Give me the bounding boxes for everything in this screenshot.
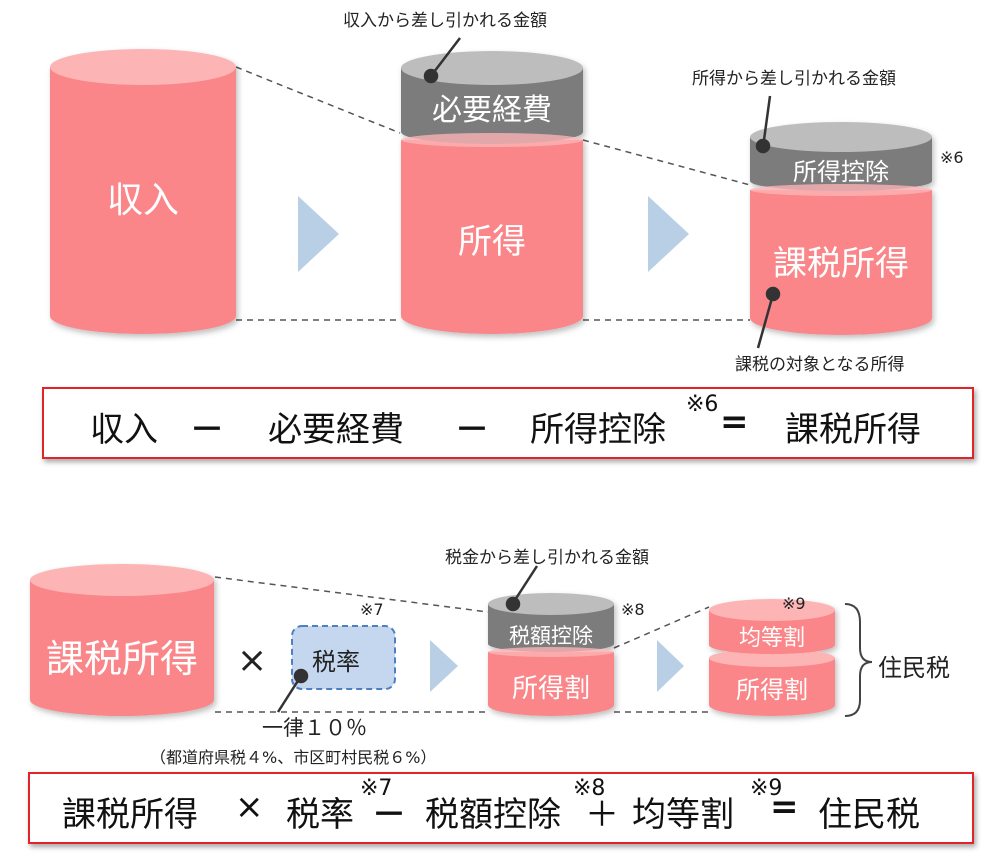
mark-9: ※9 [782, 594, 806, 613]
callout-pointers-top [423, 37, 781, 349]
f1-mark-6: ※6 [686, 392, 719, 417]
deduction-label: 所得控除 [793, 158, 889, 186]
f2-mark-8: ※8 [573, 776, 606, 801]
bottom-taxable-label: 課税所得 [46, 637, 198, 681]
income-cylinder [50, 49, 236, 334]
arrow-right-icon [648, 196, 689, 272]
f1-income: 収入 [90, 410, 158, 450]
shotoku-cylinder [401, 51, 583, 334]
shotoku-wari2-label: 所得割 [736, 676, 808, 704]
times-sign: × [237, 640, 268, 681]
resident-tax-label: 住民税 [878, 654, 950, 682]
shotoku-wari-cylinder [488, 593, 614, 716]
f2-plus: ＋ [585, 795, 619, 835]
shotoku-label: 所得 [458, 222, 526, 262]
note-credit: 税金から差し引かれる金額 [445, 548, 649, 568]
mark-7: ※7 [360, 600, 384, 619]
credit-label: 税額控除 [509, 624, 593, 648]
rate-label: 税率 [312, 648, 360, 676]
rate-pointer [276, 668, 309, 713]
taxable-label: 課税所得 [773, 244, 909, 284]
mark-8: ※8 [621, 600, 645, 619]
arrow-right-icon [430, 640, 458, 692]
brace-icon [844, 603, 873, 717]
f1-minus-1: － [190, 410, 224, 450]
flat-rate-label: 一律１０％ [262, 716, 367, 740]
f2-times: × [235, 787, 264, 827]
f2-kinto: 均等割 [632, 795, 734, 835]
mark-6: ※6 [940, 148, 964, 167]
f2-equals: = [770, 787, 799, 827]
shotoku-wari-label: 所得割 [512, 674, 590, 704]
f2-taxable: 課税所得 [62, 795, 198, 835]
taxable-cylinder [750, 122, 932, 335]
f2-rate: 税率 [286, 795, 354, 835]
note-taxable: 課税の対象となる所得 [735, 355, 905, 375]
note-expenses: 収入から差し引かれる金額 [343, 11, 547, 31]
f1-equals: = [720, 402, 749, 442]
formula-box-2 [28, 772, 974, 844]
f2-minus: － [372, 795, 406, 835]
f2-credit: 税額控除 [425, 795, 561, 835]
f1-taxable: 課税所得 [785, 410, 921, 450]
f1-expenses: 必要経費 [268, 410, 404, 450]
arrow-right-icon [298, 196, 339, 272]
f1-deduction: 所得控除 [530, 410, 666, 450]
f1-minus-2: － [455, 410, 489, 450]
arrow-right-icon [657, 640, 684, 692]
income-label: 収入 [107, 180, 179, 221]
kinto-label: 均等割 [739, 626, 805, 651]
bottom-taxable-cylinder [30, 564, 214, 716]
credit-pointer [505, 565, 539, 612]
expenses-label: 必要経費 [432, 93, 552, 128]
f2-resident-tax: 住民税 [818, 795, 920, 835]
note-deduction: 所得から差し引かれる金額 [692, 69, 896, 89]
tax-rate-box [291, 625, 396, 690]
flat-rate-detail: （都道府県税４%、市区町村民税６%） [150, 748, 437, 767]
f2-mark-9: ※9 [750, 776, 783, 801]
f2-mark-7: ※7 [360, 776, 393, 801]
resident-tax-cylinders [709, 599, 835, 716]
connector-lines-bottom [214, 576, 710, 713]
connector-lines-top [235, 66, 751, 321]
formula-box-1 [42, 387, 974, 459]
